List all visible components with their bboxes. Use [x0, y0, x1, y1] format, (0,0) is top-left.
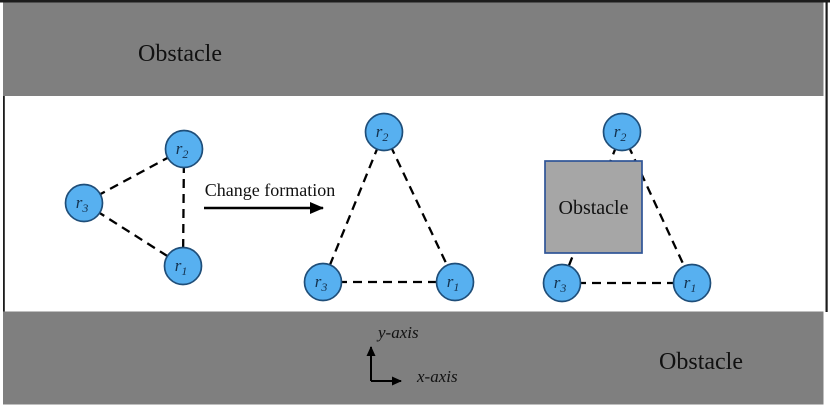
robot-r1-label-base: r — [447, 272, 454, 291]
obstacle-box — [544, 160, 643, 254]
obstacle-box-label: Obstacle — [559, 197, 629, 219]
x-axis-label: x-axis — [416, 367, 458, 386]
robot-r3-label-base: r — [76, 193, 83, 212]
robot-r2-label-base: r — [376, 122, 383, 141]
robot-r3-node — [542, 263, 582, 303]
robot-r3-node — [303, 262, 343, 302]
robot-r1-label: r1 — [447, 272, 460, 294]
change-formation-annotation: Change formation — [204, 180, 335, 214]
robot-r2-label: r2 — [176, 139, 189, 161]
top-obstacle-wall — [3, 2, 824, 96]
formation-edge-r3-r1 — [83, 202, 184, 267]
robot-r2-label-base: r — [176, 139, 183, 158]
top-wall-obstacle-label: Obstacle — [138, 41, 222, 67]
robot-r3-label: r3 — [315, 272, 328, 294]
corridor-right-border — [825, 0, 828, 312]
robot-r3-label: r3 — [76, 193, 89, 215]
formation-edge-r2-r1 — [181, 148, 186, 267]
robot-r2-node — [602, 112, 642, 152]
robot-r1-label-sub: 1 — [690, 281, 696, 295]
robot-r3-label: r3 — [554, 273, 567, 295]
robot-r2-label: r2 — [376, 122, 389, 144]
bottom-obstacle-wall — [3, 311, 824, 405]
coordinate-axes: y-axis x-axis — [366, 323, 458, 386]
robot-r1-label-sub: 1 — [181, 264, 187, 278]
robot-r2-label-sub: 2 — [620, 130, 626, 144]
formation-initial: r2 r3 r1 — [64, 129, 204, 286]
bottom-wall-obstacle-label: Obstacle — [659, 349, 743, 375]
change-formation-label: Change formation — [205, 180, 335, 200]
robot-r1-label-sub: 1 — [453, 280, 459, 294]
robot-r1-node — [672, 263, 712, 303]
robot-r3-label-sub: 3 — [320, 280, 327, 294]
robot-r1-node — [163, 246, 203, 286]
robot-r2-label-base: r — [614, 122, 621, 141]
robot-r1-node — [435, 262, 475, 302]
corridor-left-border — [3, 96, 5, 312]
robot-r3-label-sub: 3 — [81, 201, 88, 215]
formation-edge-r2-r1 — [382, 131, 457, 283]
robot-r2-label-sub: 2 — [182, 147, 188, 161]
y-axis-label: y-axis — [376, 323, 419, 342]
robot-r1-label-base: r — [175, 256, 182, 275]
robot-r3-label-base: r — [554, 273, 561, 292]
robot-r3-node — [64, 183, 104, 223]
robot-r2-node — [164, 129, 204, 169]
robot-r3-label-base: r — [315, 272, 322, 291]
formation-changed: r2 r3 r1 — [303, 112, 475, 302]
robot-r2-label-sub: 2 — [382, 130, 388, 144]
formation-avoiding-obstacle: Obstacle r2 r3 r1 — [542, 112, 712, 303]
robot-r3-label-sub: 3 — [559, 281, 566, 295]
robot-r1-label: r1 — [684, 273, 697, 295]
formation-edge-r2-r3 — [321, 131, 386, 283]
formation-edge-r2-r1 — [620, 131, 694, 284]
robot-r2-label: r2 — [614, 122, 627, 144]
figure-top-border — [0, 0, 830, 3]
robot-r2-node — [364, 112, 404, 152]
robot-r1-label-base: r — [684, 273, 691, 292]
robot-r1-label: r1 — [175, 256, 188, 278]
